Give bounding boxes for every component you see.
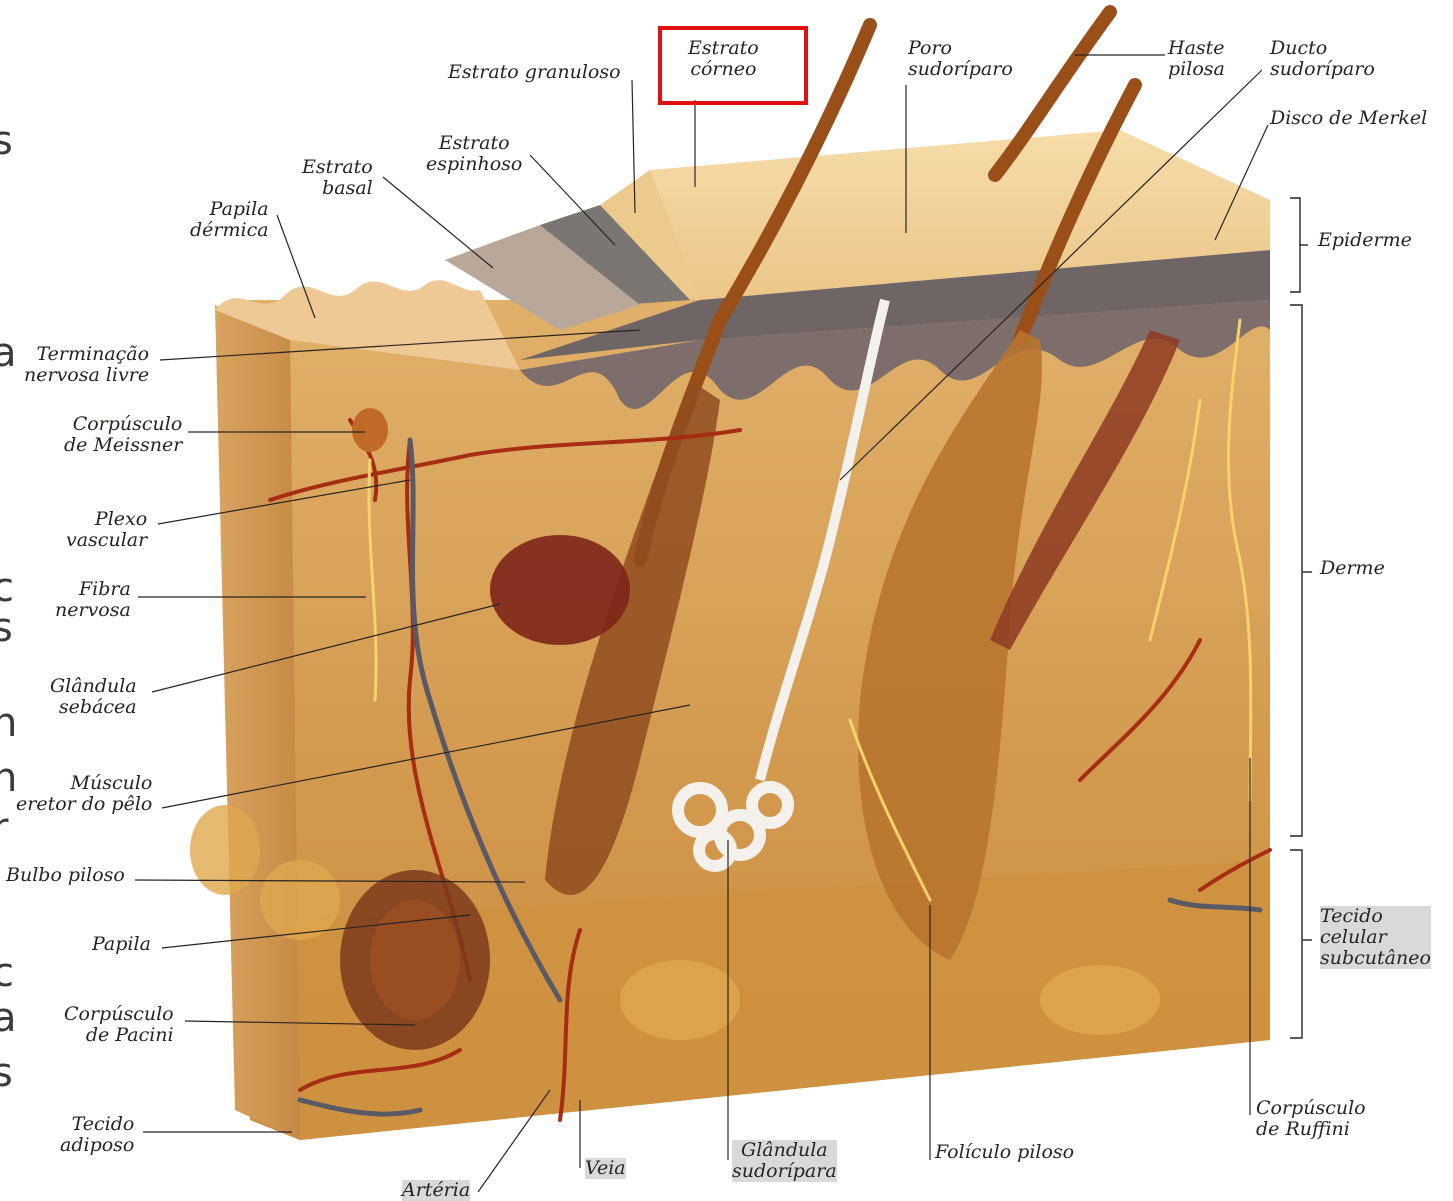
label-glandula-sudoripara: Glândula sudorípara: [732, 1140, 837, 1182]
label-corpusculo-meissner: Corpúsculo de Meissner: [64, 414, 182, 456]
label-musculo-eretor: Músculo eretor do pêlo: [16, 773, 152, 815]
label-tecido-subcutaneo: Tecido celular subcutâneo: [1320, 906, 1431, 969]
label-plexo-vascular: Plexo vascular: [66, 509, 147, 551]
cropped-edge-text: c: [0, 950, 14, 996]
label-arteria: Artéria: [402, 1180, 470, 1201]
label-poro-sudoriparo: Poro sudoríparo: [908, 38, 1013, 80]
sebaceous-gland: [490, 535, 630, 645]
layer-brackets: [1290, 198, 1312, 1038]
label-tecido-adiposo: Tecido adiposo: [60, 1114, 134, 1156]
label-disco-de-merkel: Disco de Merkel: [1270, 108, 1427, 129]
label-estrato-corneo: Estrato córneo: [688, 38, 759, 80]
label-papila: Papila: [92, 934, 151, 955]
cropped-edge-text: a: [0, 995, 17, 1041]
cropped-edge-text: s: [0, 605, 13, 651]
cropped-edge-text: a: [0, 330, 17, 376]
meissner-corpuscle: [352, 408, 388, 452]
dermis-left-face: [215, 305, 300, 1140]
label-corpusculo-ruffini: Corpúsculo de Ruffini: [1256, 1098, 1366, 1140]
label-bulbo-piloso: Bulbo piloso: [6, 865, 125, 886]
label-veia: Veia: [585, 1158, 626, 1179]
label-estrato-espinhoso: Estrato espinhoso: [426, 133, 522, 175]
label-glandula-sebacea: Glândula sebácea: [50, 676, 137, 718]
label-corpusculo-pacini: Corpúsculo de Pacini: [64, 1004, 174, 1046]
label-haste-pilosa: Haste pilosa: [1168, 38, 1225, 80]
label-fibra-nervosa: Fibra nervosa: [55, 579, 131, 621]
cropped-edge-text: n: [0, 755, 17, 801]
cropped-edge-text: s: [0, 118, 13, 164]
label-estrato-granuloso: Estrato granuloso: [448, 62, 621, 83]
cropped-edge-text: s: [0, 1050, 13, 1096]
label-derme: Derme: [1320, 558, 1385, 579]
label-papila-dermica: Papila dérmica: [190, 199, 269, 241]
label-epiderme: Epiderme: [1318, 230, 1412, 251]
label-ducto-sudoriparo: Ducto sudoríparo: [1270, 38, 1375, 80]
cropped-edge-text: n: [0, 700, 17, 746]
label-estrato-basal: Estrato basal: [302, 157, 373, 199]
label-terminacao-nervosa: Terminação nervosa livre: [24, 344, 149, 386]
label-foliculo-piloso: Folículo piloso: [935, 1142, 1074, 1163]
cropped-edge-text: r: [0, 805, 8, 851]
